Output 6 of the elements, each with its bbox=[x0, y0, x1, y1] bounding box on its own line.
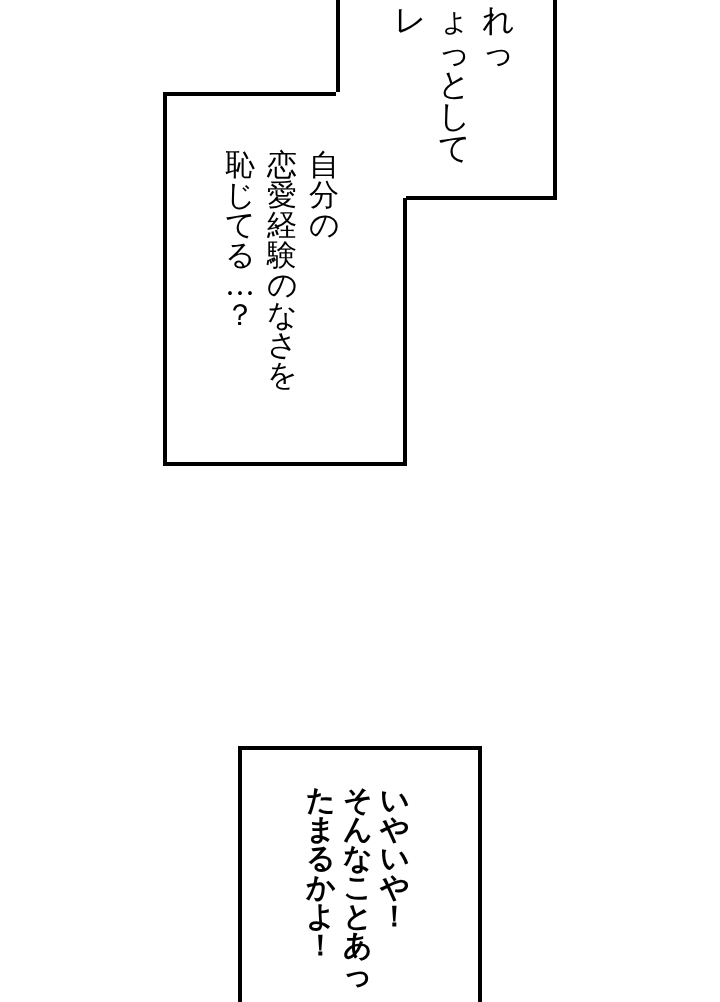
speech-box bbox=[238, 746, 482, 1002]
dialogue-text: いやいや！そんなことあったまるかよ！ bbox=[306, 786, 409, 989]
speech-box bbox=[163, 92, 407, 466]
speech-box bbox=[336, 0, 557, 200]
dialogue-text: 自分の恋愛経験のなさを恥じてる…？ bbox=[225, 150, 339, 390]
dialogue-text: れっょっとしてレ bbox=[394, 4, 514, 164]
